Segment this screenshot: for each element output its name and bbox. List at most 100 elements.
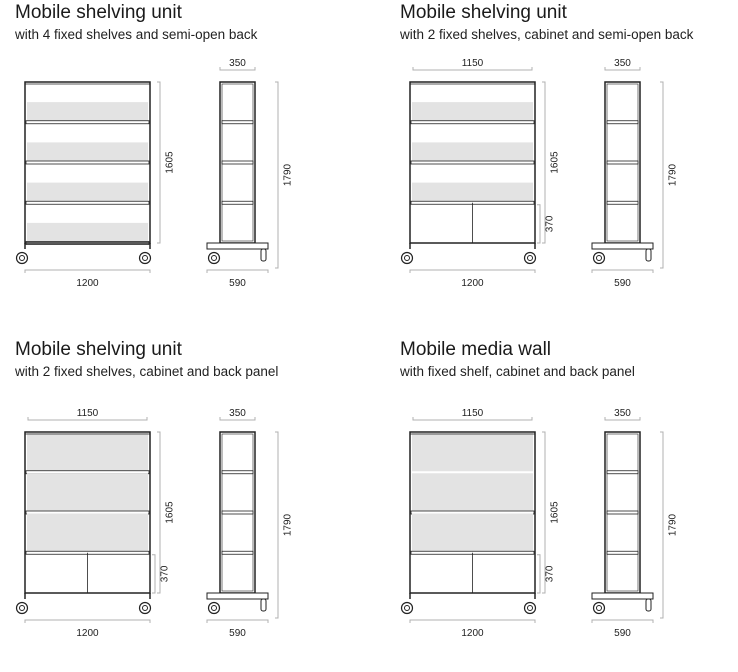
back-panel-strip <box>27 222 148 242</box>
caster-side-icon <box>260 248 267 262</box>
side-shelf <box>221 470 254 475</box>
caster-hub <box>19 605 25 611</box>
side-height-dim-line <box>275 431 279 619</box>
side-depth-bottom-dim-label: 590 <box>229 628 246 639</box>
cabinet-height-dim-line <box>537 554 541 594</box>
side-depth-top-dim-label: 350 <box>614 408 631 419</box>
back-panel <box>27 433 148 472</box>
caster-wheel-icon <box>138 601 152 615</box>
caster-wheel-icon <box>400 251 414 265</box>
back-panel <box>27 513 148 552</box>
front-width-dim-label: 1200 <box>461 628 484 639</box>
product-subtitle: with 2 fixed shelves, cabinet and semi-o… <box>400 27 694 42</box>
product-title: Mobile media wall <box>400 339 552 360</box>
side-height-dim-label: 1790 <box>283 513 294 536</box>
side-depth-top-dim-label: 350 <box>229 408 246 419</box>
side-shelf <box>221 200 254 205</box>
front-width-dim-line <box>24 269 151 273</box>
front-height-dim-line <box>542 81 546 244</box>
front-width-top-dim-label: 1150 <box>77 408 99 419</box>
side-height-dim-line <box>660 81 664 269</box>
caster-wheel-icon <box>523 251 537 265</box>
back-panel-strip <box>412 142 533 162</box>
caster-wheel-icon <box>523 601 537 615</box>
back-panel-strip <box>412 102 533 122</box>
caster-side-icon <box>645 248 652 262</box>
front-width-top-dim-line <box>412 67 533 71</box>
shelf <box>410 160 535 165</box>
front-frame <box>24 431 151 594</box>
cabinet-height-dim-line <box>537 204 541 244</box>
side-shelf <box>221 160 254 165</box>
front-height-dim-label: 1605 <box>165 151 176 174</box>
front-height-dim-line <box>157 431 161 594</box>
caster-wheel-icon <box>592 251 606 265</box>
side-height-dim-label: 1790 <box>668 513 679 536</box>
shelf <box>25 120 150 125</box>
side-depth-bottom-dim-line <box>591 619 654 623</box>
caster-hub <box>404 605 410 611</box>
front-height-dim-line <box>157 81 161 244</box>
front-frame <box>24 81 151 244</box>
side-depth-bottom-dim-line <box>591 269 654 273</box>
side-shelf <box>606 550 639 555</box>
side-depth-bottom-dim-line <box>206 269 269 273</box>
side-depth-top-dim-label: 350 <box>614 58 631 69</box>
caster-wheel-icon <box>207 601 221 615</box>
caster-hub <box>527 605 533 611</box>
side-depth-top-dim-line <box>219 67 256 71</box>
side-shelf <box>606 120 639 125</box>
side-shelf <box>606 160 639 165</box>
front-width-top-dim-label: 1150 <box>462 58 484 69</box>
side-depth-top-dim-line <box>604 67 641 71</box>
base <box>206 242 269 250</box>
front-height-dim-line <box>542 431 546 594</box>
side-height-dim-label: 1790 <box>668 163 679 186</box>
cabinet-height-dim-label: 370 <box>160 565 171 582</box>
caster-wheel-icon <box>400 601 414 615</box>
product-subtitle: with fixed shelf, cabinet and back panel <box>400 364 635 379</box>
cabinet-height-dim-label: 370 <box>545 565 556 582</box>
caster-hub <box>142 255 148 261</box>
product-subtitle: with 4 fixed shelves and semi-open back <box>15 27 258 42</box>
side-depth-top-dim-label: 350 <box>229 58 246 69</box>
side-height-dim-line <box>660 431 664 619</box>
caster-hub <box>211 605 217 611</box>
base <box>591 242 654 250</box>
cabinet-height-dim-line <box>152 554 156 594</box>
side-depth-bottom-dim-line <box>206 619 269 623</box>
caster-hub <box>211 255 217 261</box>
side-height-dim-line <box>275 81 279 269</box>
front-width-dim-line <box>24 619 151 623</box>
back-panel-strip <box>27 142 148 162</box>
side-height-dim-label: 1790 <box>283 163 294 186</box>
caster-side-icon <box>645 598 652 612</box>
caster-hub <box>404 255 410 261</box>
caster-wheel-icon <box>15 601 29 615</box>
caster-side-icon <box>260 598 267 612</box>
product-card-1: Mobile shelving unit with 4 fixed shelve… <box>0 0 370 335</box>
caster-wheel-icon <box>207 251 221 265</box>
shelf <box>410 120 535 125</box>
front-width-top-dim-line <box>412 417 533 421</box>
side-depth-top-dim-line <box>604 417 641 421</box>
caster-wheel-icon <box>592 601 606 615</box>
back-panel <box>412 513 533 552</box>
side-depth-bottom-dim-label: 590 <box>614 628 631 639</box>
back-panel-strip <box>27 182 148 202</box>
product-card-4: Mobile media wall with fixed shelf, cabi… <box>385 337 738 672</box>
back-panel <box>27 473 148 512</box>
shelf <box>25 160 150 165</box>
caster-hub <box>142 605 148 611</box>
front-width-top-dim-line <box>27 417 148 421</box>
front-height-dim-label: 1605 <box>165 501 176 524</box>
side-shelf <box>221 120 254 125</box>
caster-wheel-icon <box>15 251 29 265</box>
product-card-3: Mobile shelving unit with 2 fixed shelve… <box>0 337 370 672</box>
back-panel <box>412 473 533 512</box>
front-width-dim-label: 1200 <box>461 278 484 289</box>
back-panel-strip <box>27 102 148 122</box>
